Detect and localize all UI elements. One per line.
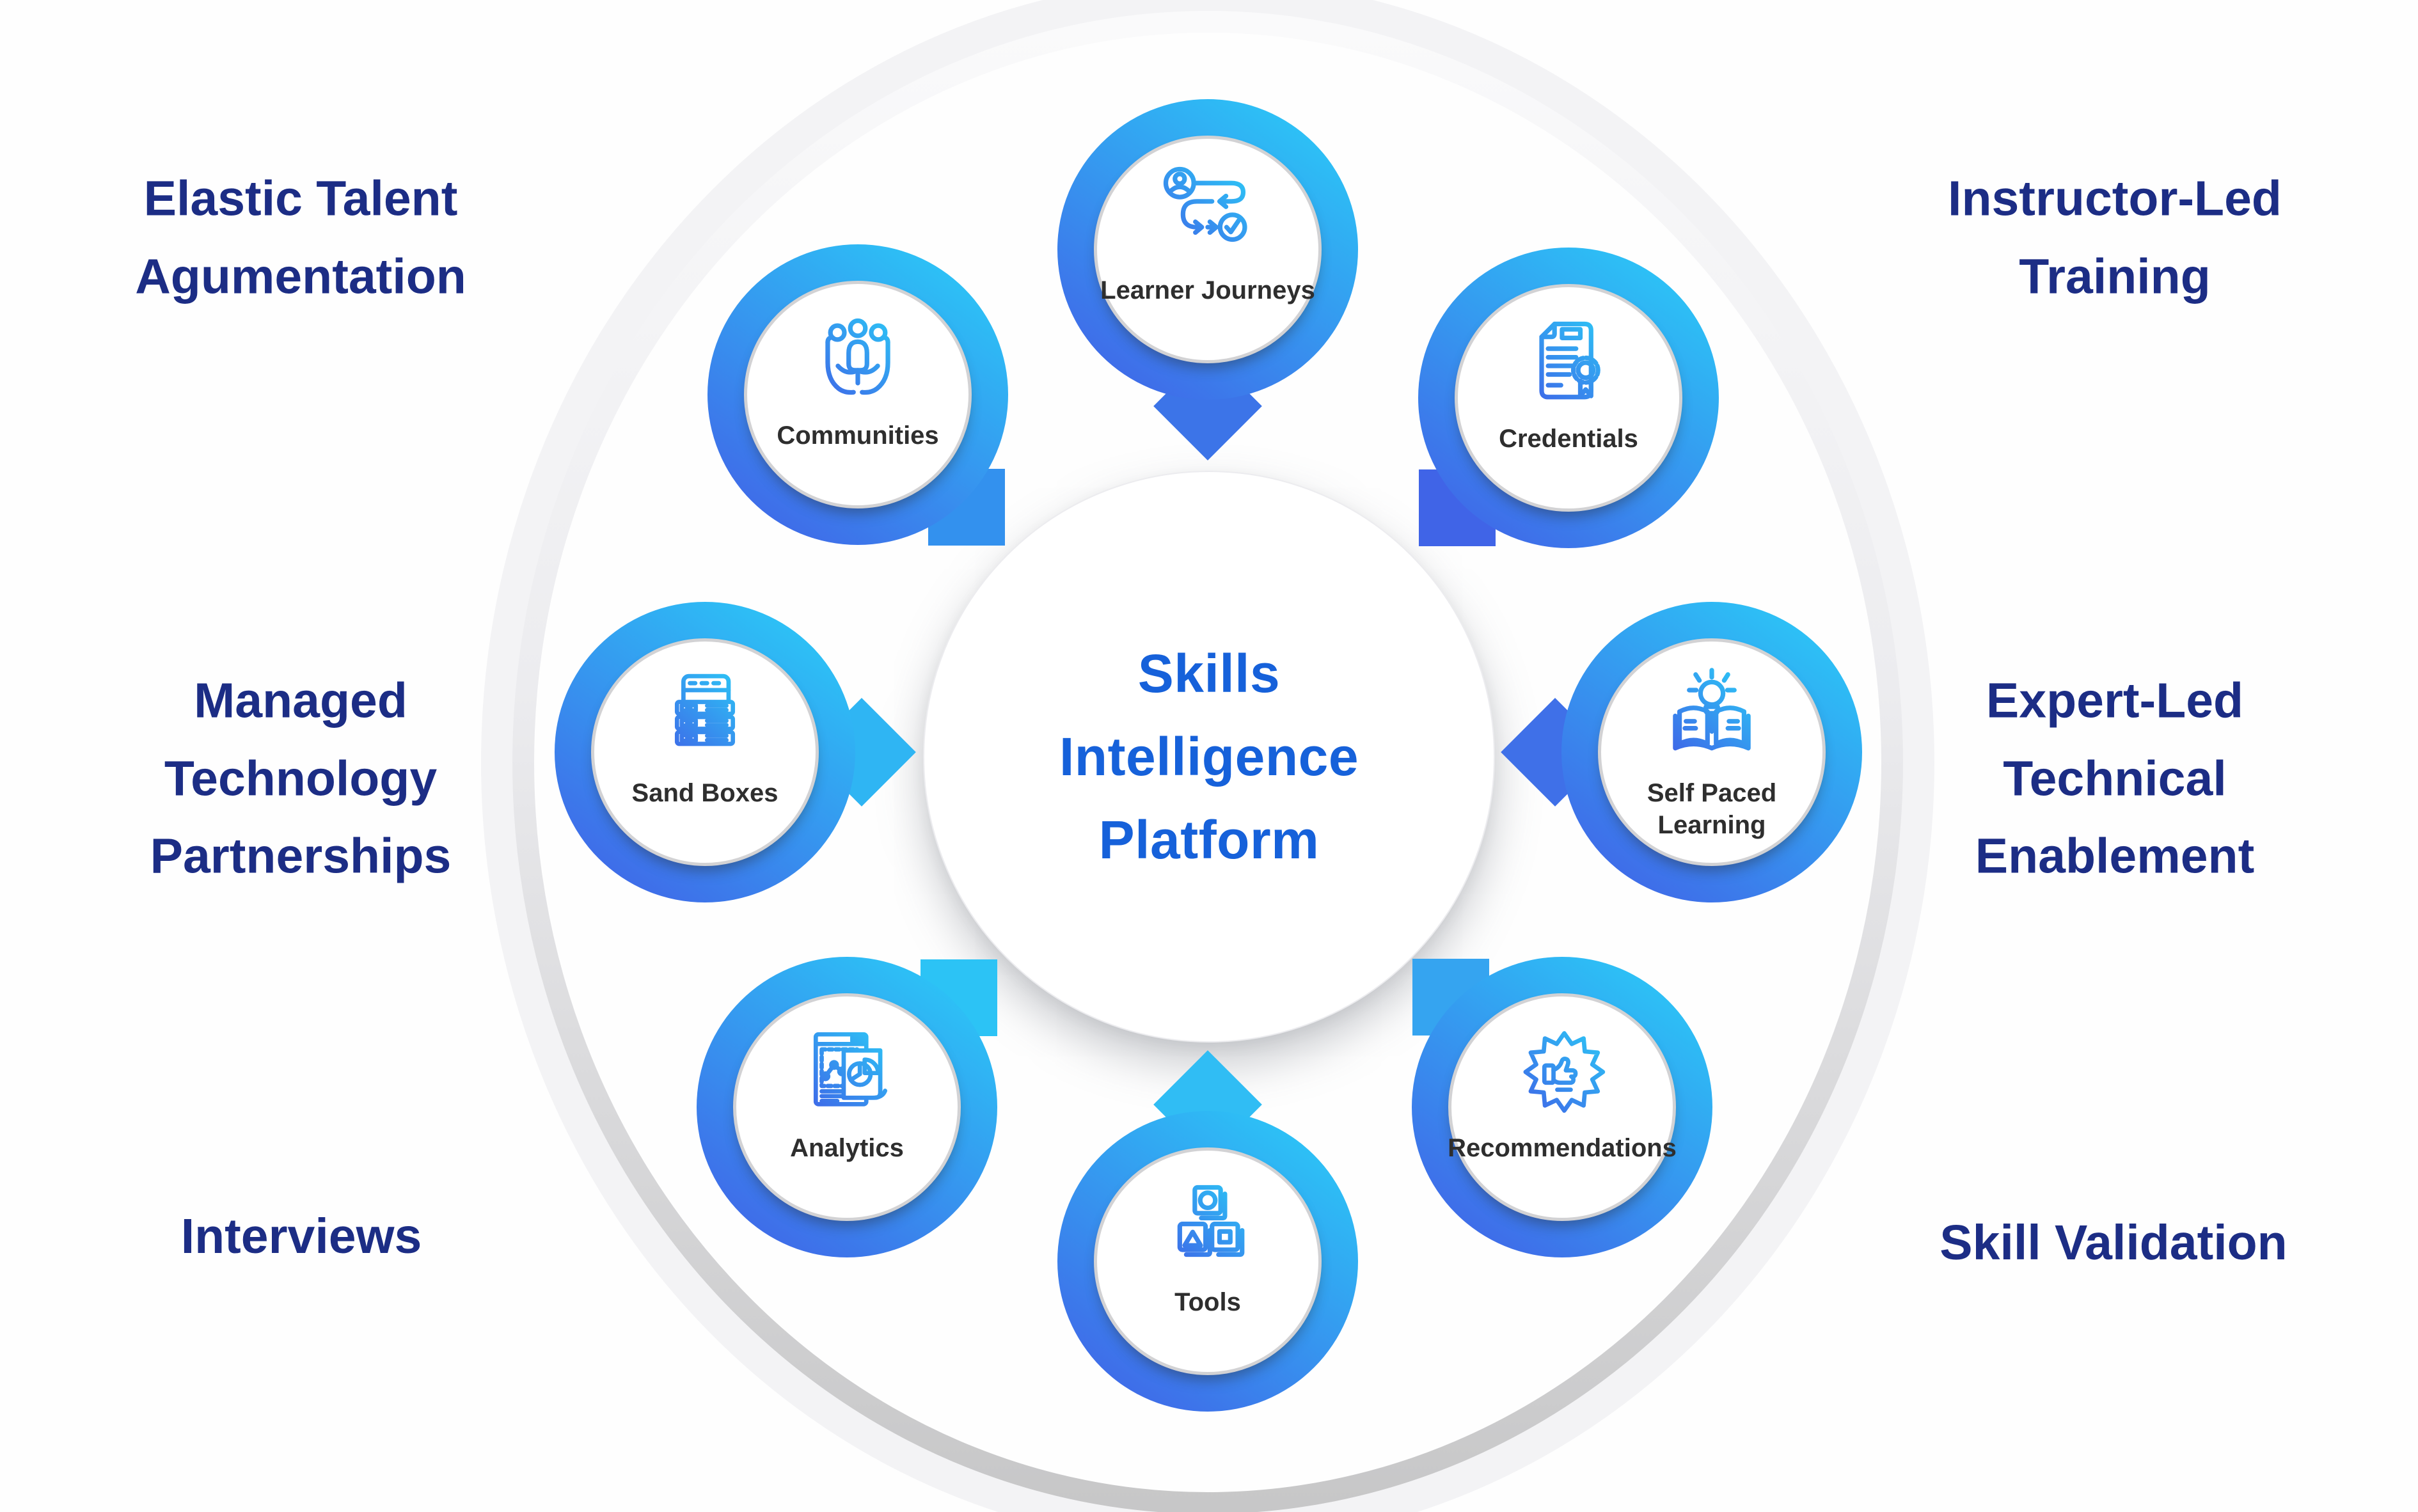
bubble-label: Learner Journeys bbox=[1100, 276, 1315, 304]
label-expert-led-technical-enablement: Expert-Led Technical Enablement bbox=[1975, 673, 2255, 884]
bubble-inner: Credentials bbox=[1455, 284, 1682, 512]
label-instructor-led-training: Instructor-Led Training bbox=[1948, 171, 2282, 304]
shape-blocks-icon bbox=[1177, 1185, 1245, 1257]
bubble-inner: Tools bbox=[1094, 1147, 1322, 1375]
thumbs-up-badge-icon bbox=[1523, 1031, 1606, 1113]
bubble-inner: Self Paced Learning bbox=[1598, 638, 1826, 866]
center-platform-title: Skills Intelligence Platform bbox=[1059, 643, 1359, 870]
bubble-label: Analytics bbox=[790, 1134, 904, 1162]
bubble-analytics: Analytics bbox=[697, 957, 997, 1257]
bubble-label: Tools bbox=[1174, 1288, 1241, 1316]
bubble-inner: Recommendations bbox=[1448, 993, 1677, 1221]
label-skill-validation: Skill Validation bbox=[1940, 1215, 2288, 1271]
bubble-credentials: Credentials bbox=[1418, 248, 1719, 548]
book-lightbulb-icon bbox=[1673, 668, 1751, 751]
bubble-tools: Tools bbox=[1057, 1050, 1358, 1412]
bubble-label: Self Paced Learning bbox=[1647, 779, 1777, 839]
label-interviews: Interviews bbox=[180, 1209, 422, 1264]
center-platform-circle: Skills Intelligence Platform bbox=[923, 471, 1495, 1043]
label-managed-technology-partnerships: Managed Technology Partnerships bbox=[150, 673, 452, 884]
bubble-label: Recommendations bbox=[1448, 1134, 1677, 1162]
label-elastic-talent-augmentation: Elastic Talent Agumentation bbox=[135, 171, 466, 304]
bubble-inner: Learner Journeys bbox=[1094, 136, 1322, 363]
charts-report-icon bbox=[813, 1032, 887, 1106]
bubble-label: Communities bbox=[777, 421, 939, 450]
user-journey-flow-icon bbox=[1163, 166, 1247, 242]
certificate-document-icon bbox=[1539, 321, 1600, 400]
bubble-label: Credentials bbox=[1499, 425, 1638, 453]
bubble-inner: Communities bbox=[744, 281, 972, 508]
bubble-label: Sand Boxes bbox=[631, 779, 778, 807]
bubble-inner: Analytics bbox=[733, 993, 961, 1221]
bubble-sand-boxes: Sand Boxes bbox=[555, 602, 916, 902]
bubble-self-paced-learning: Self Paced Learning bbox=[1501, 602, 1862, 902]
bubble-communities: Communities bbox=[707, 244, 1008, 546]
people-in-hands-icon bbox=[825, 318, 890, 395]
server-stack-icon bbox=[674, 673, 736, 746]
bubble-learner-journeys: Learner Journeys bbox=[1057, 99, 1358, 461]
bubble-recommendations: Recommendations bbox=[1412, 957, 1712, 1257]
bubble-inner: Sand Boxes bbox=[591, 638, 819, 866]
